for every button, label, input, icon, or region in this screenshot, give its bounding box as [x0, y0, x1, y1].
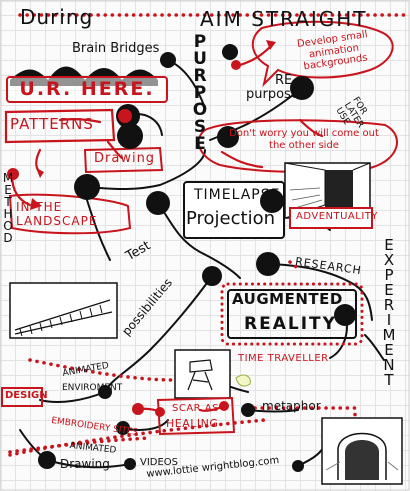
node-dot — [231, 60, 241, 70]
vertical-letter: T — [384, 371, 394, 389]
node-dot — [146, 191, 170, 215]
vertical-letter: I — [386, 311, 392, 329]
title-aim-straight: AIM STRAIGHT — [200, 7, 368, 31]
label-drawing: Drawing — [94, 151, 156, 166]
label-re: RE- — [275, 73, 297, 88]
node-dot — [217, 126, 239, 148]
label-timelapse: TIMELAPSE — [194, 187, 281, 203]
red-node-group — [7, 60, 241, 417]
node-dot — [241, 403, 255, 417]
vertical-letter: D — [3, 231, 13, 245]
time-traveller-sketch — [174, 349, 231, 399]
vertical-letter: P — [193, 83, 207, 103]
label-time-traveller: TIME TRAVELLER — [238, 353, 329, 364]
tunnel-sketch — [284, 162, 371, 219]
node-dot — [74, 174, 100, 200]
vertical-letter: X — [383, 251, 395, 269]
timelapse-box — [183, 181, 285, 239]
jetty-sketch — [9, 282, 118, 339]
vertical-letter: S — [193, 117, 207, 137]
red-arrowheads — [30, 40, 276, 210]
label-metaphor: metaphor — [262, 399, 321, 413]
label-design: DESIGN — [5, 390, 48, 401]
label-animated-environment-2: ENVIROMENT — [62, 383, 123, 393]
vertical-letter: E — [384, 281, 394, 299]
label-patterns: PATTERNS — [10, 115, 94, 133]
label-scar-as-1: SCAR AS — [172, 403, 219, 414]
landscape-outline — [8, 193, 132, 235]
node-dot — [292, 460, 304, 472]
node-dot — [124, 458, 136, 470]
develop-bubble — [252, 20, 394, 88]
label-animated-drawing-2: Drawing — [60, 457, 110, 471]
tunnel-arch-sketch — [321, 417, 403, 485]
patterns-box-outline — [4, 108, 116, 144]
design-box-outline — [1, 387, 43, 407]
title-during: During — [20, 5, 94, 29]
augmented-box — [227, 289, 357, 339]
node-dot — [202, 266, 222, 286]
vertical-letter: E — [194, 134, 206, 154]
vertical-letter: U — [193, 49, 207, 69]
vertical-letter: T — [4, 195, 12, 209]
label-in-the-landscape: IN THE LANDSCAPE — [16, 200, 98, 229]
vertical-letter: M — [2, 171, 14, 185]
vertical-letter: E — [4, 183, 12, 197]
node-dot — [160, 52, 176, 68]
vertical-letter: O — [3, 219, 13, 233]
label-u-r-here: U.R. HERE. — [6, 76, 168, 103]
node-dot — [222, 44, 238, 60]
label-projection: Projection — [186, 208, 276, 229]
label-purpose: purpose — [246, 87, 299, 102]
scar-box-outline — [156, 396, 236, 436]
node-dot — [118, 109, 132, 123]
label-dont-worry: Don't worry you will come out the other … — [229, 128, 379, 151]
node-dot — [219, 401, 229, 411]
node-dot — [7, 168, 19, 180]
label-adventurality: ADVENTUALITY — [296, 211, 379, 222]
node-dot — [117, 123, 143, 149]
vertical-letter: E — [384, 341, 394, 359]
node-dot — [334, 304, 356, 326]
label-brain-bridges: Brain Bridges — [72, 41, 160, 56]
node-dot — [38, 451, 56, 469]
vertical-letter: E — [384, 236, 394, 254]
vertical-letter: N — [383, 356, 395, 374]
node-dot — [116, 421, 130, 435]
node-dot — [132, 403, 144, 415]
vertical-letter: M — [382, 326, 396, 344]
drawing-box-outline — [83, 146, 164, 174]
node-dot — [256, 252, 280, 276]
vertical-letter: P — [193, 32, 207, 52]
vertical-letter: O — [192, 100, 208, 120]
vertical-letter: R — [193, 66, 207, 86]
label-scar-as-2: HEALING — [166, 417, 219, 430]
node-dot — [290, 76, 314, 100]
adventuality-box-outline — [289, 207, 373, 229]
node-dot — [260, 189, 284, 213]
label-reality: REALITY — [244, 314, 337, 334]
label-videos: VIDEOS — [140, 457, 179, 468]
vertical-letter: P — [384, 266, 394, 284]
vertical-letter: H — [3, 207, 13, 221]
label-augmented: AUGMENTED — [232, 290, 343, 308]
node-dot — [155, 407, 165, 417]
vertical-letter: R — [383, 296, 395, 314]
node-dot — [98, 385, 112, 399]
leaf-doodle — [235, 374, 251, 387]
